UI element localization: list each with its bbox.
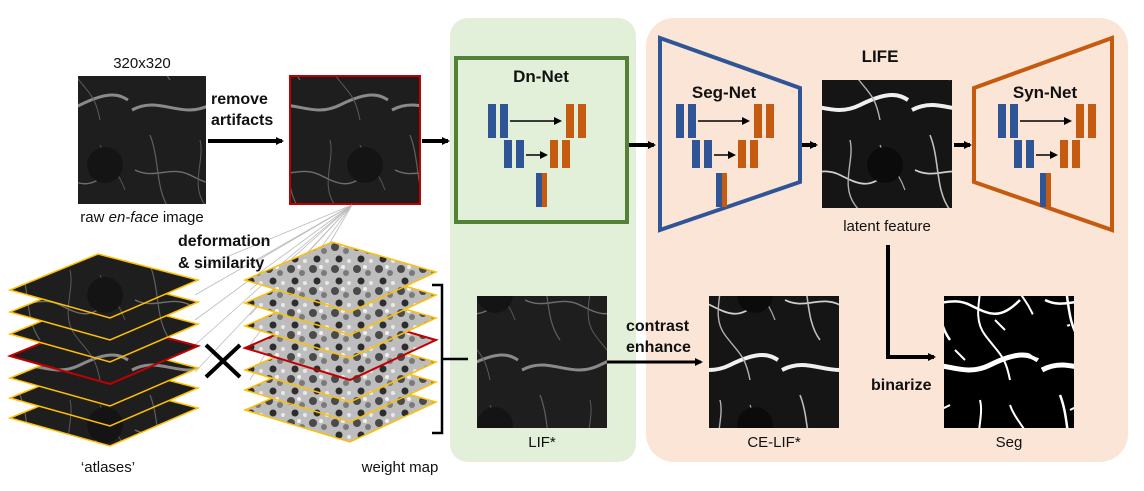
life-label: LIFE bbox=[862, 47, 899, 66]
seg-fovea bbox=[1021, 311, 1069, 359]
stack-bracket bbox=[432, 283, 468, 435]
seg-net-label: Seg-Net bbox=[692, 83, 757, 102]
atlases-stack bbox=[6, 253, 202, 447]
syn-net-label: Syn-Net bbox=[1013, 83, 1078, 102]
remove-artifacts-label-2: artifacts bbox=[211, 112, 273, 129]
ce-lif-image bbox=[709, 296, 839, 428]
atlases-label: ‘atlases’ bbox=[81, 459, 135, 476]
raw-image-caption: raw en-face image bbox=[80, 209, 203, 226]
size-label: 320x320 bbox=[113, 55, 171, 72]
deformation-label-2: & similarity bbox=[178, 255, 264, 272]
raw-enface-image bbox=[78, 76, 206, 204]
multiply-icon bbox=[204, 343, 242, 379]
lif-star-image bbox=[477, 296, 607, 428]
lif-star-label: LIF* bbox=[528, 434, 556, 451]
dn-net-unet-icon bbox=[488, 104, 586, 207]
deformation-label: deformation bbox=[178, 233, 270, 250]
binarize-arrow bbox=[886, 245, 936, 361]
dn-net-box bbox=[454, 56, 629, 224]
weight-map-stack bbox=[242, 241, 439, 443]
contrast-label: contrast bbox=[626, 318, 690, 335]
syn-net-trapezoid bbox=[972, 35, 1114, 233]
binarize-label: binarize bbox=[871, 377, 932, 394]
seg-net-trapezoid bbox=[658, 35, 802, 233]
weight-map-label: weight map bbox=[361, 459, 439, 476]
cleaned-image bbox=[289, 75, 421, 205]
contrast-label-2: enhance bbox=[626, 339, 691, 356]
dn-net-label: Dn-Net bbox=[513, 67, 569, 86]
seg-label: Seg bbox=[996, 434, 1023, 451]
seg-net-unet-icon bbox=[676, 104, 774, 207]
latent-feature-label: latent feature bbox=[843, 218, 931, 235]
syn-net-unet-icon bbox=[998, 104, 1096, 207]
latent-feature-image bbox=[822, 80, 952, 208]
remove-artifacts-label: remove bbox=[211, 91, 268, 108]
ce-lif-label: CE-LIF* bbox=[747, 434, 801, 451]
